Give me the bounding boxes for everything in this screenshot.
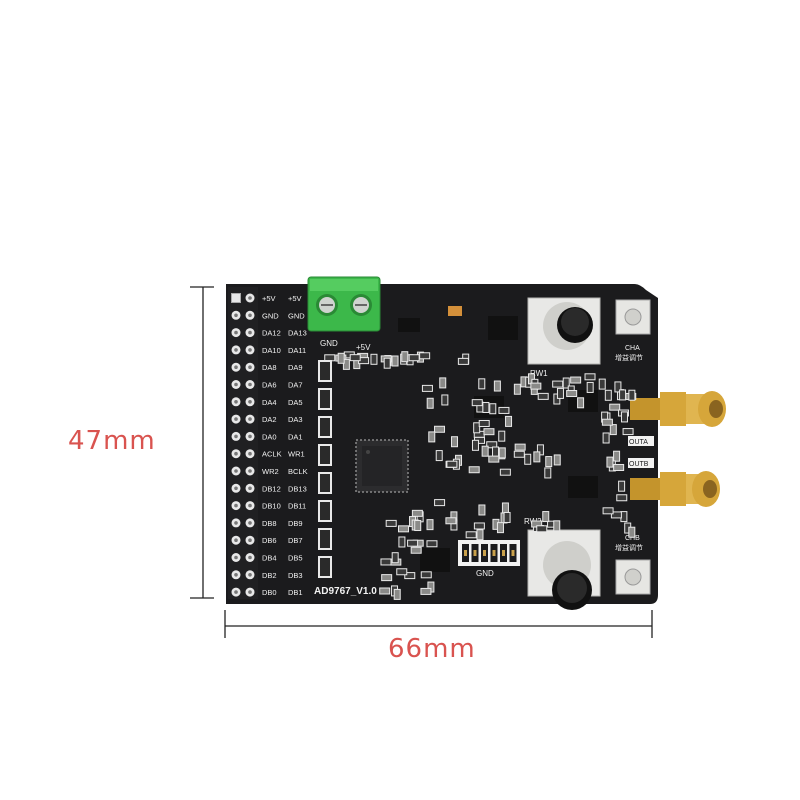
pin-label-left: ACLK [262, 450, 282, 459]
potentiometer-rw2 [527, 529, 601, 610]
label-cha-gain: 增益调节 [615, 353, 643, 362]
pin-label-right: DA7 [288, 381, 303, 390]
pin-label-right: DA3 [288, 415, 303, 424]
pin-label-right: DB1 [288, 588, 303, 597]
pin-label-right: DA1 [288, 432, 303, 441]
ic-u5a [568, 390, 598, 412]
sma-connector-outb [630, 471, 720, 507]
board-name: AD9767_V1.0 [314, 586, 377, 597]
label-outa: OUTA [629, 439, 648, 446]
header-pins [231, 293, 255, 597]
screw-terminal [307, 276, 381, 332]
pin-label-left: DB4 [262, 554, 277, 563]
ic-u2 [398, 318, 420, 332]
pin-label-left: GND [262, 311, 279, 320]
button-chb [615, 559, 651, 595]
terminal-label-gnd: GND [320, 339, 338, 348]
pin-label-left: DB0 [262, 588, 277, 597]
pin-label-right: WR1 [288, 450, 305, 459]
pin-header [228, 287, 258, 599]
pin-label-right: DB11 [288, 502, 306, 511]
pin-label-left: DB12 [262, 484, 281, 493]
dac-chip-u3 [355, 439, 409, 493]
pin-label-right: DB7 [288, 536, 303, 545]
pin-label-right: DB5 [288, 554, 303, 563]
pin-label-right: GND [288, 311, 305, 320]
pcb-board [226, 284, 658, 604]
pin-label-left: DA10 [262, 346, 281, 355]
pin-label-right: DA9 [288, 363, 303, 372]
pin-label-left: DA12 [262, 329, 281, 338]
pin-label-left: +5V [262, 294, 276, 303]
gnd-header-frame [458, 540, 520, 566]
sma-connector-outa [630, 391, 726, 427]
pin-label-left: DA8 [262, 363, 277, 372]
pin-label-right: DB9 [288, 519, 303, 528]
button-cha [615, 299, 651, 335]
pot-label-rw1: RW1 [530, 369, 548, 378]
label-chb: CHB [625, 535, 640, 542]
pin-label-left: DA0 [262, 432, 277, 441]
pin-label-left: DB2 [262, 571, 277, 580]
pin-label-right: DA11 [288, 346, 306, 355]
height-dimension-line [190, 286, 214, 599]
ic-u6 [420, 548, 450, 572]
pin-label-left: DB8 [262, 519, 277, 528]
width-dimension-label: 66mm [388, 634, 476, 664]
smd-components [318, 351, 637, 600]
pin-label-right: BCLK [288, 467, 308, 476]
pin-label-right: DB3 [288, 571, 303, 580]
pin-label-left: DA2 [262, 415, 277, 424]
ic-u1 [488, 316, 518, 340]
pin-label-left: DA4 [262, 398, 277, 407]
pin-label-right: DA13 [288, 329, 307, 338]
gnd-header-pins [462, 544, 517, 562]
pin-label-right: DA5 [288, 398, 303, 407]
label-chb-gain: 增益调节 [615, 543, 643, 552]
ic-u4 [474, 396, 504, 418]
pin-label-left: DB6 [262, 536, 277, 545]
capacitor [448, 306, 462, 316]
label-cha: CHA [625, 345, 640, 352]
pin-label-left: WR2 [262, 467, 279, 476]
pin-label-right: DB13 [288, 484, 307, 493]
pot-label-rw2: RW2 [524, 517, 542, 526]
label-outb: OUTB [629, 461, 649, 468]
ic-u5b [568, 476, 598, 498]
pin-label-right: +5V [288, 294, 302, 303]
pin-label-left: DB10 [262, 502, 281, 511]
terminal-label-5v: +5V [356, 343, 371, 352]
pin-label-left: DA6 [262, 381, 277, 390]
height-dimension-label: 47mm [68, 426, 156, 456]
gnd-header-label: GND [476, 569, 494, 578]
potentiometer-rw1 [527, 297, 601, 365]
